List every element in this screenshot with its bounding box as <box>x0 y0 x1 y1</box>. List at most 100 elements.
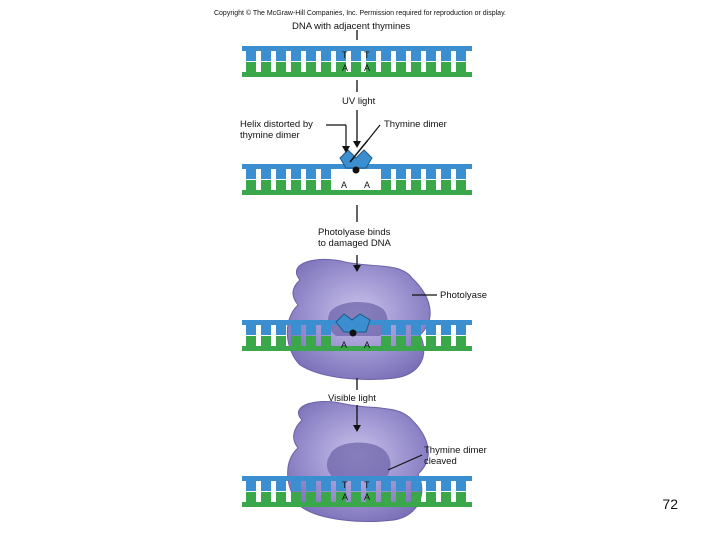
base-top <box>456 325 466 335</box>
page-number: 72 <box>662 496 678 512</box>
base-bottom <box>411 180 421 190</box>
base-top <box>381 481 391 491</box>
base-bottom <box>321 492 331 502</box>
base-top <box>246 481 256 491</box>
base-bottom <box>246 62 256 72</box>
base-labels-repaired: T A T A <box>342 480 370 502</box>
base-a-5: A <box>341 340 347 350</box>
base-a-3: A <box>341 180 347 190</box>
label-helix-distorted-2: thymine dimer <box>240 130 300 141</box>
backbone-bottom <box>242 346 472 351</box>
copyright-notice: Copyright © The McGraw-Hill Companies, I… <box>213 10 506 17</box>
base-top <box>261 51 271 61</box>
base-top <box>426 325 436 335</box>
base-top <box>261 325 271 335</box>
base-bottom <box>396 336 406 346</box>
base-bottom <box>321 180 331 190</box>
base-top <box>321 481 331 491</box>
label-dimer-cleaved-2: cleaved <box>424 456 457 467</box>
base-bottom <box>411 492 421 502</box>
label-photolyase: Photolyase <box>440 290 488 301</box>
base-top <box>336 481 346 491</box>
base-top <box>291 481 301 491</box>
base-top <box>291 325 301 335</box>
base-top <box>441 325 451 335</box>
base-a-8: A <box>364 492 370 502</box>
base-bottom <box>321 62 331 72</box>
base-bottom <box>261 180 271 190</box>
base-bottom <box>366 492 376 502</box>
base-t-2: T <box>364 50 370 60</box>
base-bottom <box>306 180 316 190</box>
arrow-photolyase-binds <box>353 255 361 272</box>
base-top <box>246 169 256 179</box>
base-bottom <box>396 492 406 502</box>
base-top <box>351 51 361 61</box>
thymine-dimer-blob-1 <box>339 139 373 174</box>
base-a-6: A <box>364 340 370 350</box>
base-top <box>426 51 436 61</box>
base-bottom <box>396 62 406 72</box>
base-bottom <box>411 62 421 72</box>
pointer-thymine-dimer <box>367 124 381 141</box>
arrow-visible-light <box>353 405 361 432</box>
pointer-dimer-cleaved <box>387 454 423 471</box>
base-top <box>321 325 331 335</box>
base-bottom <box>456 336 466 346</box>
base-bottom <box>441 62 451 72</box>
base-top <box>456 481 466 491</box>
base-top <box>396 169 406 179</box>
thymine-dimer-blob-2 <box>335 313 371 337</box>
label-dimer-cleaved-1: Thymine dimer <box>424 445 487 456</box>
base-bottom <box>381 62 391 72</box>
base-top <box>246 51 256 61</box>
base-top <box>411 325 421 335</box>
base-top <box>276 325 286 335</box>
base-top <box>306 481 316 491</box>
base-bottom <box>441 180 451 190</box>
base-bottom <box>306 62 316 72</box>
base-top <box>456 169 466 179</box>
base-top <box>381 325 391 335</box>
backbone-bottom <box>242 190 472 195</box>
base-a-7: A <box>342 492 348 502</box>
base-top <box>366 481 376 491</box>
base-top <box>381 169 391 179</box>
base-bottom <box>396 180 406 190</box>
base-top <box>321 169 331 179</box>
base-bottom <box>426 492 436 502</box>
base-labels-distorted: A A <box>341 180 370 190</box>
base-top <box>426 481 436 491</box>
base-bottom <box>456 492 466 502</box>
base-top <box>351 481 361 491</box>
base-bottom <box>456 180 466 190</box>
base-top <box>441 481 451 491</box>
base-top <box>276 169 286 179</box>
label-helix-distorted-1: Helix distorted by <box>240 119 313 130</box>
base-top <box>261 169 271 179</box>
base-a-4: A <box>364 180 370 190</box>
base-top <box>426 169 436 179</box>
base-bottom <box>336 62 346 72</box>
base-bottom <box>381 180 391 190</box>
base-labels-bound: A A <box>341 340 370 350</box>
base-labels-intact: T A T A <box>342 50 370 73</box>
arrow-uv-to-dimer <box>353 110 361 148</box>
base-a-2: A <box>364 63 370 73</box>
base-bottom <box>381 336 391 346</box>
base-top <box>411 481 421 491</box>
base-bottom <box>291 62 301 72</box>
backbone-top <box>242 476 472 481</box>
base-bottom <box>261 492 271 502</box>
base-bottom <box>246 492 256 502</box>
base-top <box>261 481 271 491</box>
base-bottom <box>306 492 316 502</box>
label-photolyase-binds-2: to damaged DNA <box>318 238 391 249</box>
base-top <box>396 325 406 335</box>
base-bottom <box>351 492 361 502</box>
pointer-helix-distorted <box>326 124 350 153</box>
label-dna-adjacent: DNA with adjacent thymines <box>292 21 411 32</box>
backbone-bottom <box>242 72 472 77</box>
base-bottom <box>276 336 286 346</box>
base-top <box>366 51 376 61</box>
